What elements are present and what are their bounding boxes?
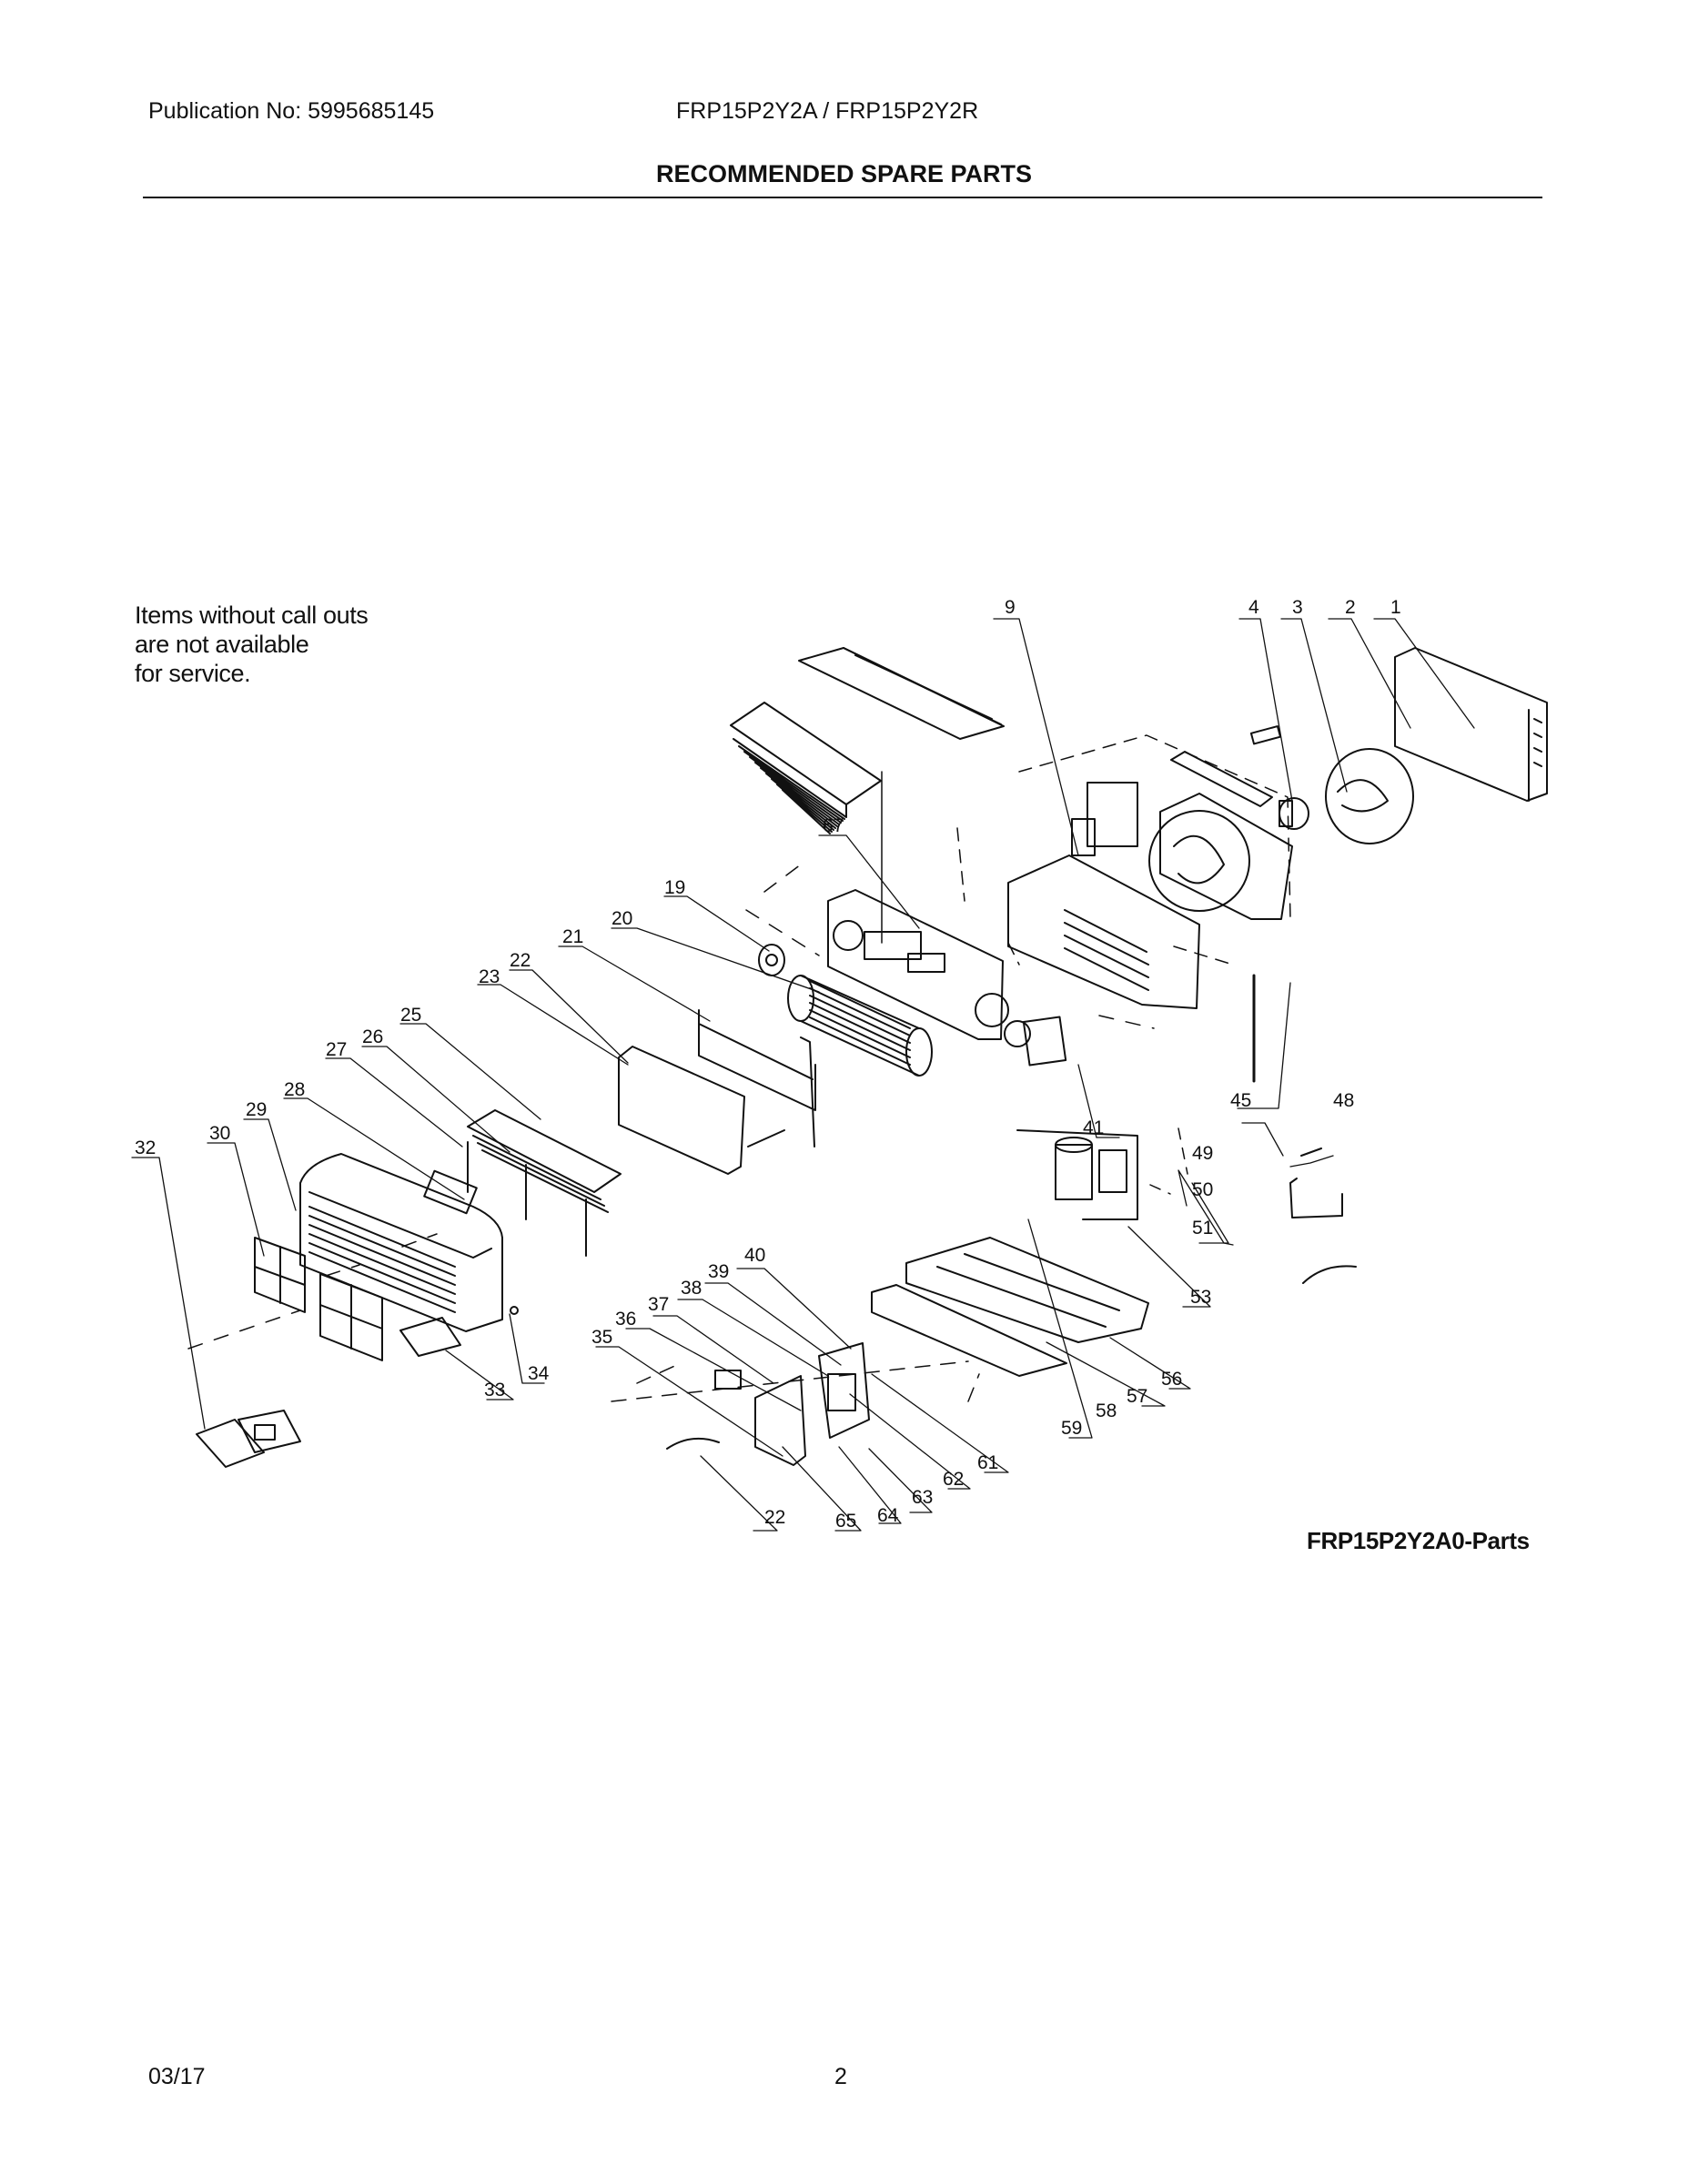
callout-30: 30 (209, 1123, 230, 1144)
service-note-line-1: Items without call outs (135, 602, 369, 629)
callout-4: 4 (1248, 597, 1259, 618)
callout-58: 58 (1096, 1400, 1117, 1421)
callout-63: 63 (912, 1487, 933, 1508)
callout-41: 41 (1083, 1117, 1104, 1138)
callout-20: 20 (612, 908, 632, 929)
air-grille-part (467, 1109, 622, 1257)
leader-lines (131, 618, 1475, 1532)
callout-50: 50 (1192, 1179, 1213, 1200)
callout-35: 35 (591, 1327, 612, 1348)
callout-59: 59 (1061, 1418, 1082, 1439)
callout-29: 29 (246, 1099, 267, 1120)
callout-57: 57 (1127, 1386, 1147, 1407)
callout-45: 45 (1230, 1090, 1251, 1111)
service-note-line-3: for service. (135, 660, 251, 687)
page-number: 2 (834, 2064, 847, 2089)
callout-40: 40 (744, 1245, 765, 1266)
callout-49: 49 (1192, 1143, 1213, 1164)
callout-25: 25 (400, 1005, 421, 1026)
model-numbers: FRP15P2Y2A / FRP15P2Y2R (676, 98, 979, 124)
sensor-part (1300, 1148, 1322, 1157)
callout-22-cord: 22 (764, 1507, 785, 1528)
title-divider (143, 197, 1542, 198)
power-cord-part (666, 1437, 720, 1450)
control-box-part (714, 1342, 870, 1466)
callout-32: 32 (135, 1138, 156, 1158)
base-pan-part (871, 1237, 1149, 1377)
condenser-fan-part (1325, 748, 1414, 844)
parts-diagram-reference: FRP15P2Y2A0-Parts (1307, 1527, 1530, 1554)
callout-48: 48 (1333, 1090, 1354, 1111)
service-note-line-2: are not available (135, 631, 309, 658)
callout-19: 19 (664, 877, 685, 898)
fan-shroud-part (1148, 725, 1293, 920)
control-keypad-part (196, 1410, 301, 1468)
callout-39: 39 (708, 1261, 729, 1282)
callout-27: 27 (326, 1039, 347, 1060)
screw-part (510, 1306, 519, 1315)
refrigerant-tube-part (1289, 1178, 1357, 1284)
callout-1: 1 (1390, 597, 1401, 618)
service-note: Items without call outs are not availabl… (135, 601, 369, 688)
callout-56: 56 (1161, 1369, 1182, 1390)
top-rail-part (798, 647, 1005, 740)
callout-65: 65 (835, 1511, 856, 1532)
callout-28: 28 (284, 1079, 305, 1100)
outdoor-coil-part (1394, 647, 1548, 802)
callout-22: 22 (510, 950, 531, 971)
blower-housing-part (1004, 1016, 1067, 1067)
callout-26: 26 (362, 1026, 383, 1047)
callout-37: 37 (648, 1294, 669, 1315)
air-filter-part (254, 1237, 383, 1361)
callout-34: 34 (528, 1363, 550, 1384)
callout-62: 62 (943, 1469, 964, 1490)
callout-9: 9 (1005, 597, 1016, 618)
revision-date: 03/17 (148, 2064, 206, 2089)
front-cover-part (299, 1153, 503, 1332)
callout-64: 64 (877, 1505, 899, 1526)
callout-21: 21 (562, 926, 583, 947)
publication-number: Publication No: 5995685145 (148, 98, 435, 124)
fan-hub-part (758, 944, 785, 976)
callout-67: 67 (823, 815, 844, 836)
page-title: RECOMMENDED SPARE PARTS (655, 160, 1033, 187)
discharge-grille-part (730, 702, 882, 834)
callout-23: 23 (479, 966, 500, 987)
callout-2: 2 (1345, 597, 1356, 618)
evaporator-frame-part (698, 1009, 816, 1148)
callout-3: 3 (1292, 597, 1303, 618)
partition-panel-part (1007, 782, 1200, 1009)
callout-33: 33 (484, 1380, 505, 1400)
bulkhead-part (827, 889, 1009, 1040)
callout-36: 36 (615, 1309, 636, 1330)
fan-motor-part (1279, 797, 1309, 830)
callout-53: 53 (1190, 1287, 1211, 1308)
evaporator-coil-part (618, 1046, 785, 1175)
callout-38: 38 (681, 1278, 702, 1299)
blower-wheel-part (787, 975, 933, 1077)
compressor-part (1016, 1129, 1138, 1220)
access-cover-part (399, 1317, 461, 1357)
callout-61: 61 (977, 1452, 998, 1473)
callout-51: 51 (1192, 1218, 1213, 1239)
